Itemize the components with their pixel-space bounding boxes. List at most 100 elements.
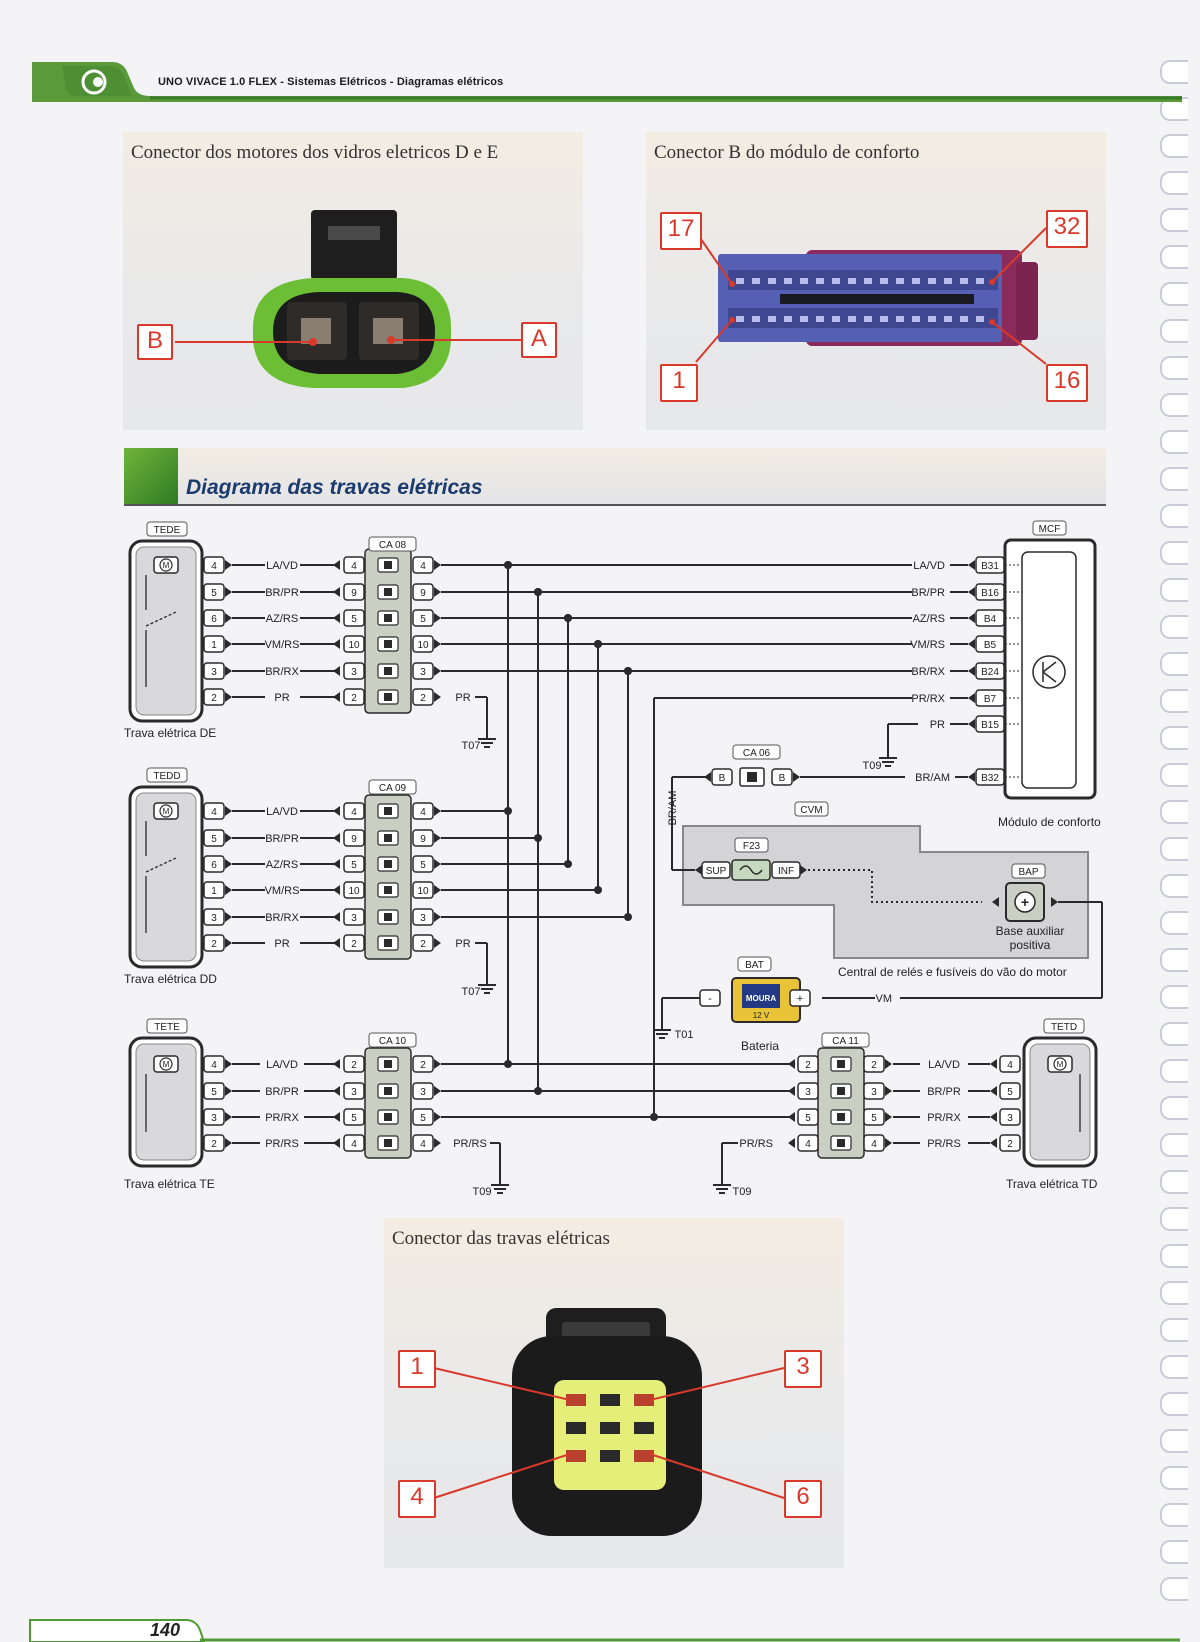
terminal-slot [634,1422,654,1434]
wire-label: BR/RX [265,912,299,924]
terminal-slot [634,1450,654,1462]
lock-pin: 2 [1007,1139,1013,1150]
wire-label: PR [274,692,289,704]
terminal-arrow [434,885,441,895]
connector-block [364,1047,412,1159]
ca-pin: 5 [805,1113,811,1124]
connector-tag: CA 11 [832,1036,859,1047]
ca-pin: 2 [351,1060,357,1071]
mcf-pin-box [975,583,1005,601]
mcf-pin-box [975,715,1005,733]
ca-pin: 2 [420,693,426,704]
ground-wire-label: PR [455,938,470,950]
panel-title: Conector B do módulo de conforto [654,142,920,163]
ca-pin: 2 [351,939,357,950]
ca-mate-pin [384,860,392,868]
connector-tag-frame [368,536,417,552]
mcf-pin-box [975,635,1005,653]
lock-caption: Trava elétrica TD [1006,1177,1098,1191]
footer-bar [29,1619,1180,1642]
terminal-slot [800,278,808,284]
panel-title: Conector das travas elétricas [392,1228,610,1249]
binder-ring [1160,393,1188,417]
ca-pin: 5 [871,1113,877,1124]
lock-pin-box [203,802,225,820]
terminal-slot [848,278,856,284]
wire-label: PR/RX [911,693,945,705]
ca-mate-pin [384,1139,392,1147]
ca-mate-pin [384,913,392,921]
comfort-module-connector-illustration [695,227,1047,365]
component-tag-frame [794,801,829,817]
binder-ring [1160,504,1188,528]
lock-pin-box [203,583,225,601]
terminal-arrow [434,912,441,922]
battery-caption: Bateria [741,1039,779,1053]
lock-pin: 3 [211,1113,217,1124]
wire-label: VM [876,993,893,1005]
wire-label: PR [930,719,945,731]
mcf-pin: B16 [981,588,999,599]
terminal-arrow [990,1059,997,1069]
ca-pin-box [343,802,365,820]
bus-link [808,869,982,903]
fuse-pin: INF [778,866,794,877]
ca-pin: 3 [351,1087,357,1098]
wire-label: LA/VD [266,1059,298,1071]
terminal-arrow [333,560,340,570]
terminal-slot [816,278,824,284]
terminal-arrow [800,865,807,875]
lock-caption: Trava elétrica DE [124,726,216,740]
wire-label: BR/RX [911,666,945,678]
ca-pin-box [863,1108,885,1126]
lock-pin: 4 [211,807,217,818]
ca-pin: 10 [348,640,360,651]
terminal-arrow [225,587,232,597]
junction-dot [534,588,542,596]
terminal-slot [768,278,776,284]
ca-mate-pin [384,640,392,648]
terminal-slot [736,316,744,322]
callout-a: A [521,322,557,358]
lock-pin: 1 [211,886,217,897]
callout-3: 3 [784,1350,822,1388]
terminal-arrow [434,806,441,816]
terminal-arrow [225,639,232,649]
ca-pin-box [863,1082,885,1100]
lock-pin-box [203,908,225,926]
ca06-left-pin-box [711,768,733,786]
photo-panel-lock-connector: Conector das travas elétricas 1 3 4 6 [384,1218,844,1568]
connector-tag: CA 10 [379,1036,407,1047]
binder-ring [1160,282,1188,306]
ca-pin: 3 [351,667,357,678]
ca-pin-box [412,556,434,574]
binder-ring [1160,60,1188,84]
ca-pin: 4 [351,1139,357,1150]
binder-ring [1160,208,1188,232]
lock-pin: 5 [211,834,217,845]
lock-pin-box [203,1108,225,1126]
motor-symbol: M [1057,1060,1064,1069]
motor-icon [159,1057,173,1071]
ca-pin-box [412,1082,434,1100]
binder-ring [1160,652,1188,676]
ca-pin-box [343,1134,365,1152]
callout-4: 4 [398,1480,436,1518]
wire-label: VM/RS [265,885,300,897]
ca-pin: 5 [420,614,426,625]
connector-tag: CA 09 [379,783,407,794]
terminal-slot [752,316,760,322]
battery-volt: 12 V [753,1011,770,1020]
wire-label: AZ/RS [266,613,298,625]
lock-pin: 2 [211,1139,217,1150]
lock-pin: 5 [211,1087,217,1098]
ca-pin-box [412,1108,434,1126]
lock-caption: Trava elétrica TE [124,1177,215,1191]
motor-symbol: M [163,561,170,570]
lock-pin-box [203,662,225,680]
lock-pin: 5 [1007,1087,1013,1098]
component-tag: F23 [743,841,761,852]
terminal-arrow [968,587,975,597]
terminal-slot [912,278,920,284]
mcf-pin: B5 [984,640,997,651]
